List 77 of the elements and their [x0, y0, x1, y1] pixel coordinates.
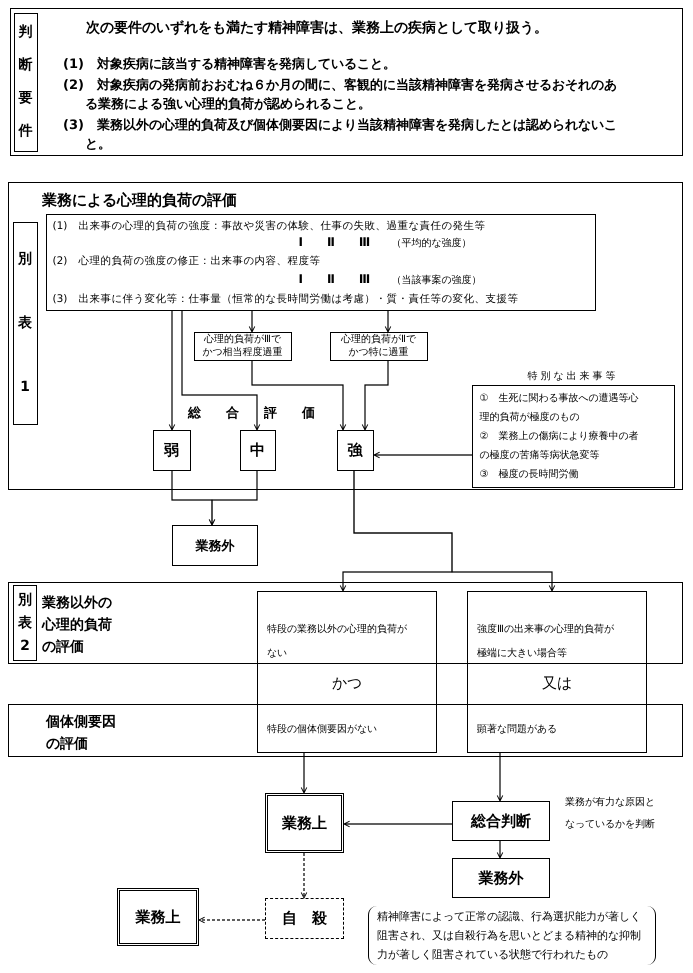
- result-box: [265, 793, 344, 853]
- arrow: [353, 471, 556, 592]
- connector-word: かつ: [331, 674, 363, 693]
- evaluation-band: [8, 582, 683, 664]
- evaluation-panel: [8, 182, 683, 490]
- list-item: ① 生死に関わる事故への遭遇等心理的負荷が極度のもの: [480, 392, 640, 424]
- arrow: [384, 311, 392, 332]
- heading-text: 次の要件のいずれをも満たす精神障害は、業務上の疾病として取り扱う。: [86, 19, 548, 37]
- list-item: (1) 出来事の心理的負荷の強度：事故や災害の体験、仕事の失敗、過重な責任の発生等: [52, 218, 486, 232]
- arrow: [300, 853, 308, 898]
- side-note: 業務が有力な原因となっているかを判断: [565, 796, 656, 832]
- box-text: 業務外: [478, 868, 524, 888]
- note-text: （平均的な強度）: [392, 236, 472, 250]
- arrow: [248, 311, 256, 332]
- box-text: 強度Ⅲの出来事の心理的負荷が極端に大きい場合等: [477, 622, 615, 661]
- list-item: (3) 出来事に伴う変化等：仕事量（恒常的な長時間労働は考慮）・質・責任等の変化、支援等: [52, 292, 518, 306]
- rating-box: [336, 430, 374, 470]
- box-text: 自 殺: [282, 909, 327, 928]
- arrow: [168, 311, 176, 430]
- process-box: [265, 898, 344, 939]
- label-box: [14, 12, 38, 152]
- arrow: [496, 841, 504, 858]
- arrow: [496, 753, 504, 802]
- arrow: [198, 916, 265, 924]
- box-text: 心理的負荷がⅡでかつ特に過重: [340, 333, 417, 359]
- heading-text: 業務による心理的負荷の評価: [42, 191, 237, 210]
- vertical-text: 判断要件: [18, 23, 34, 141]
- note-text: （当該事案の強度）: [392, 274, 482, 286]
- result-box: [172, 525, 258, 566]
- box-text: 顕著な問題がある: [477, 722, 557, 736]
- rating-box: [240, 430, 276, 470]
- heading-text: 業務以外の心理的負荷の評価: [42, 594, 113, 657]
- result-box: [452, 858, 550, 898]
- section-label: 総合評価: [188, 405, 340, 422]
- label-box: [13, 585, 37, 661]
- label-box: [12, 222, 38, 424]
- condition-box: [257, 591, 437, 753]
- box-text: 弱: [164, 440, 179, 460]
- heading-text: 特別な出来事等: [526, 370, 620, 382]
- arrow: [181, 311, 260, 430]
- list-item: (3) 業務以外の心理的負荷及び個体側要因により当該精神障害を発病したとは認められないこと。: [63, 116, 618, 154]
- list-item: (2) 心理的負荷の強度の修正：出来事の内容、程度等: [52, 254, 320, 268]
- arrow: [251, 361, 346, 430]
- criteria-box: [46, 214, 596, 310]
- requirements-panel: [10, 8, 683, 156]
- box-text: 心理的負荷がⅢでかつ相当程度過重: [202, 333, 284, 359]
- box-text: 総合判断: [471, 812, 531, 830]
- box-text: 業務上: [282, 814, 327, 832]
- list-item: (2) 対象疾病の発病前おおむね６か月の間に、客観的に当該精神障害を発病させるおそれのある業務による強い心理的負荷が認められること。: [63, 76, 618, 114]
- arrow: [344, 820, 452, 828]
- scale-text: Ⅰ Ⅱ Ⅲ: [298, 270, 376, 288]
- vertical-text: 別表2: [17, 590, 33, 656]
- arrow: [362, 361, 389, 430]
- process-box: [452, 801, 550, 841]
- box-text: 特段の個体側要因がない: [267, 722, 377, 736]
- result-box: [117, 888, 199, 946]
- list-item: ③ 極度の長時間労働: [480, 468, 580, 482]
- list-item: (1) 対象疾病に該当する精神障害を発病していること。: [63, 56, 397, 74]
- box-text: 強: [348, 440, 362, 460]
- box-text: 業務上: [136, 908, 180, 926]
- vertical-text: 別表1: [17, 250, 33, 397]
- note-text: 精神障害によって正常の認識、行為選択能力が著しく阻害され、又は自殺行為を思いとどまる精神的な抑制力が著しく阻害されている状態で行われたもの: [368, 906, 656, 965]
- list-item: ② 業務上の傷病により療養中の者の極度の苦痛等病状急変等: [480, 430, 640, 462]
- process-box: [330, 332, 428, 360]
- arrow: [208, 471, 258, 526]
- process-box: [194, 332, 292, 360]
- condition-box: [467, 591, 647, 753]
- connector-word: 又は: [541, 674, 573, 693]
- box-text: 特段の業務以外の心理的負荷がない: [267, 622, 408, 661]
- heading-text: 個体側要因の評価: [46, 713, 117, 754]
- scale-text: Ⅰ Ⅱ Ⅲ: [298, 234, 376, 250]
- rating-box: [152, 430, 190, 470]
- arrow: [300, 753, 308, 794]
- evaluation-band: [8, 704, 683, 757]
- box-text: 中: [250, 440, 265, 460]
- box-text: 業務外: [196, 538, 234, 554]
- arrow: [374, 452, 472, 458]
